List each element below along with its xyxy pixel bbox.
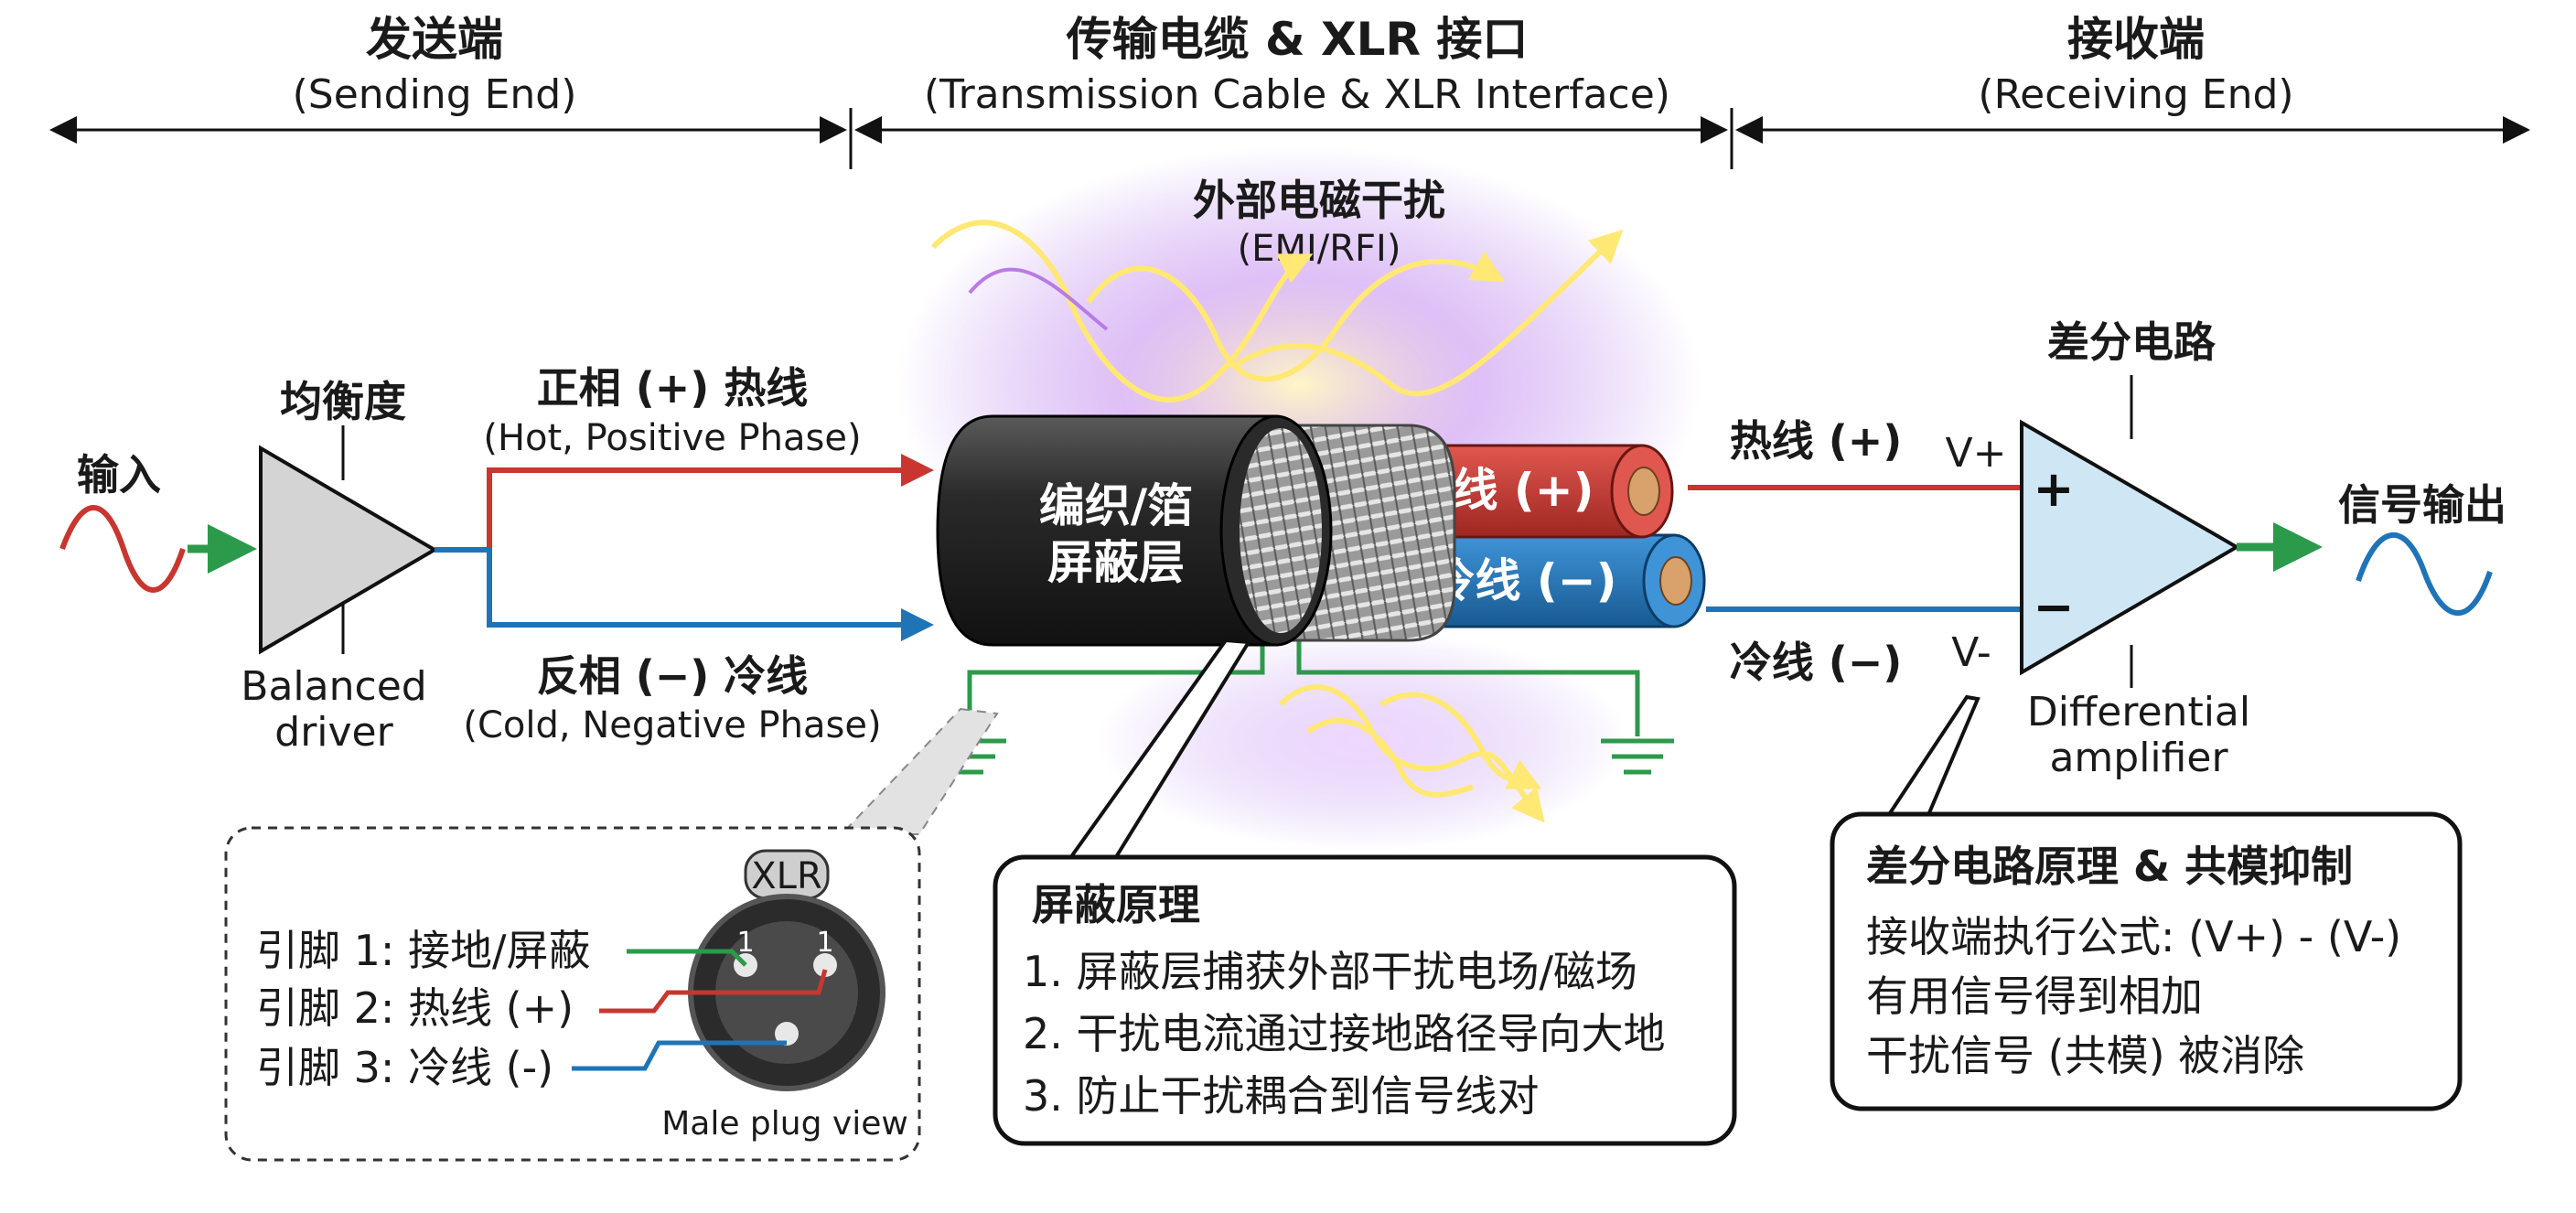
cable-section: 外部电磁干扰 (EMI/RFI) [896,146,1706,851]
pin1-wire [627,949,747,967]
pin-number-1b: 1 [816,927,833,959]
v-minus-label: V- [1951,629,1991,676]
pin-number-1: 1 [736,927,754,959]
input-wave-icon [59,505,186,593]
output-label: 信号输出 [2338,480,2506,530]
hot-label: 正相 (+) 热线 [537,363,809,413]
shield-label-line1: 编织/箔 [1039,479,1193,532]
pin3-wire [572,1040,787,1071]
header: 发送端 (Sending End) 传输电缆 & XLR 接口 (Transmi… [49,13,2530,169]
differential-amplifier-triangle [2020,419,2240,676]
receive-hot-label: 热线 (+) [1730,416,1903,466]
shield-principle-box: 屏蔽原理 1. 屏蔽层捕获外部干扰电场/磁场 2. 干扰电流通过接地路径导向大地… [993,638,1737,1146]
hot-line-send [435,454,934,553]
diff-box-title: 差分电路原理 & 共模抑制 [1866,842,2353,891]
cable-subtitle: (Transmission Cable & XLR Interface) [924,71,1670,118]
shield-box-item2: 2. 干扰电流通过接地路径导向大地 [1023,1009,1666,1058]
v-plus-label: V+ [1946,430,2007,477]
balanced-driver-triangle [259,445,438,655]
diff-box-line2: 有用信号得到相加 [1866,971,2203,1021]
pin-2-dot [813,953,837,977]
shield-box-item3: 3. 防止干扰耦合到信号线对 [1023,1071,1540,1121]
shield-box-item1: 1. 屏蔽层捕获外部干扰电场/磁场 [1023,947,1637,996]
diff-box-line1: 接收端执行公式: (V+) - (V-) [1866,912,2401,961]
ground-symbol-right [1601,738,1674,775]
shield-label-line2: 屏蔽层 [1047,536,1185,589]
cold-conductor-label: 冷线 (−) [1429,554,1616,607]
shield-box-title: 屏蔽原理 [1032,880,1200,929]
plus-sign: + [2033,460,2074,518]
amp-title: 差分电路 [2047,317,2216,367]
receive-cold-label: 冷线 (−) [1730,638,1903,687]
pin2-wire [599,969,828,1014]
sending-title: 发送端 [366,13,503,66]
diff-principle-box: 差分电路原理 & 共模抑制 接收端执行公式: (V+) - (V-) 有用信号得… [1830,694,2463,1111]
receiving-title: 接收端 [2067,13,2205,66]
emi-waves-top [930,220,1624,403]
cold-label: 反相 (−) 冷线 [537,651,809,701]
shield-callout-box [993,854,1737,1146]
receiving-section: 热线 (+) 冷线 (−) V+ V- 差分电路 + − Differentia… [1688,317,2506,781]
amp-sub-line2: amplifier [2049,735,2228,781]
driver-label-line2: driver [274,709,393,756]
pin-3-dot [775,1022,799,1046]
male-plug-caption: Male plug view [661,1105,908,1143]
input-label: 输入 [77,450,161,499]
sending-section: 输入 均衡度 Balanced driver 正相 (+) 热线 (Hot, P… [59,363,934,756]
xlr-box: XLR 1 1 引脚 1: 接地/屏蔽 引脚 2: 热线 (+) 引脚 3: 冷… [224,707,999,1162]
receiving-subtitle: (Receiving End) [1978,71,2293,118]
output-wave-icon [2356,531,2493,617]
cable-title: 传输电缆 & XLR 接口 [1066,13,1529,66]
diff-box-line3: 干扰信号 (共模) 被消除 [1866,1031,2304,1080]
pin1-label: 引脚 1: 接地/屏蔽 [256,926,591,975]
driver-label-line1: Balanced [241,663,426,710]
shield-ground-wires [967,640,1640,736]
emi-label: 外部电磁干扰 [1193,176,1445,225]
emi-sublabel: (EMI/RFI) [1238,228,1401,270]
equalizer-label: 均衡度 [280,377,406,426]
pin2-label: 引脚 2: 热线 (+) [256,983,574,1033]
hot-sublabel: (Hot, Positive Phase) [483,417,861,459]
minus-sign: − [2033,578,2074,636]
cold-sublabel: (Cold, Negative Phase) [463,704,881,746]
sending-subtitle: (Sending End) [293,71,577,118]
diff-callout-box [1830,811,2463,1111]
cold-line-send [435,547,934,641]
xlr-connector-label: XLR [751,855,821,897]
emi-waves-bottom [1278,684,1545,823]
amp-sub-line1: Differential [2027,689,2250,735]
cable-jacket: 编织/箔 屏蔽层 [936,414,1333,647]
pin3-label: 引脚 3: 冷线 (-) [256,1043,553,1092]
